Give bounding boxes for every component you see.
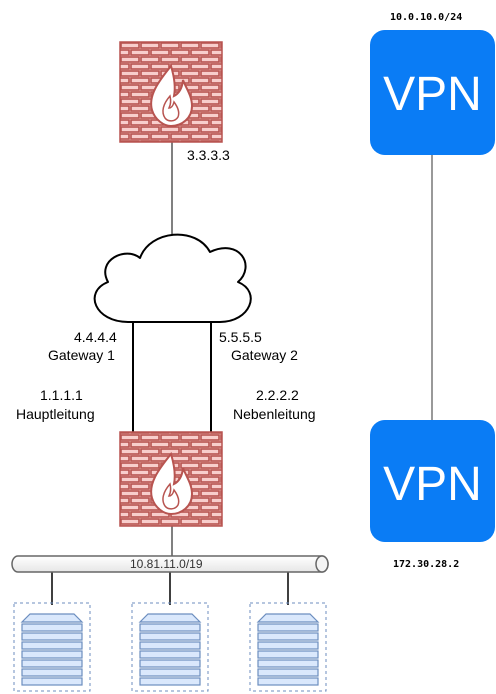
server-icon xyxy=(13,602,91,692)
server-slot xyxy=(139,668,201,677)
server-slot xyxy=(257,677,319,686)
gateway2-ip: 5.5.5.5 xyxy=(219,329,262,345)
server-slot xyxy=(257,668,319,677)
server-frame xyxy=(131,602,209,692)
server-slot xyxy=(21,677,83,686)
server-top xyxy=(256,613,320,623)
gateway1-name: Gateway 1 xyxy=(48,347,115,363)
firewall-icon-bottom xyxy=(119,431,223,527)
firewall-icon-top xyxy=(119,41,223,143)
vpn-icon-bottom xyxy=(370,420,495,542)
server-icon xyxy=(249,602,327,692)
server-slot xyxy=(21,668,83,677)
hauptleitung-name: Hauptleitung xyxy=(16,406,95,422)
vpn-bottom-network: 172.30.28.2 xyxy=(393,559,459,570)
gateway1-ip: 4.4.4.4 xyxy=(74,329,117,345)
network-bus xyxy=(11,555,329,573)
vpn-bottom-label: VPN xyxy=(383,458,482,511)
nebenleitung-ip: 2.2.2.2 xyxy=(256,387,299,403)
server-slot xyxy=(21,632,83,641)
nebenleitung-name: Nebenleitung xyxy=(233,406,316,422)
bus-label: 10.81.11.0/19 xyxy=(130,557,203,571)
server-slot xyxy=(139,659,201,668)
cloud-icon xyxy=(93,233,252,323)
server-slot xyxy=(139,650,201,659)
server-slot xyxy=(139,632,201,641)
server-slot xyxy=(257,623,319,632)
server-slot xyxy=(21,659,83,668)
server-slot xyxy=(257,641,319,650)
server-top xyxy=(138,613,202,623)
server-slot xyxy=(21,623,83,632)
server-top xyxy=(20,613,84,623)
server-slot xyxy=(257,632,319,641)
server-slot xyxy=(257,659,319,668)
server-frame xyxy=(249,602,327,692)
server-icon xyxy=(131,602,209,692)
server-slot xyxy=(257,650,319,659)
firewall-top-ip: 3.3.3.3 xyxy=(187,147,230,163)
server-slot xyxy=(139,641,201,650)
server-slot xyxy=(139,623,201,632)
server-slot xyxy=(139,677,201,686)
gateway2-name: Gateway 2 xyxy=(231,347,298,363)
server-frame xyxy=(13,602,91,692)
server-slot xyxy=(21,641,83,650)
vpn-top-network: 10.0.10.0/24 xyxy=(390,12,462,23)
vpn-top-label: VPN xyxy=(383,68,482,121)
vpn-icon-top xyxy=(370,30,495,155)
server-slot xyxy=(21,650,83,659)
hauptleitung-ip: 1.1.1.1 xyxy=(40,387,83,403)
